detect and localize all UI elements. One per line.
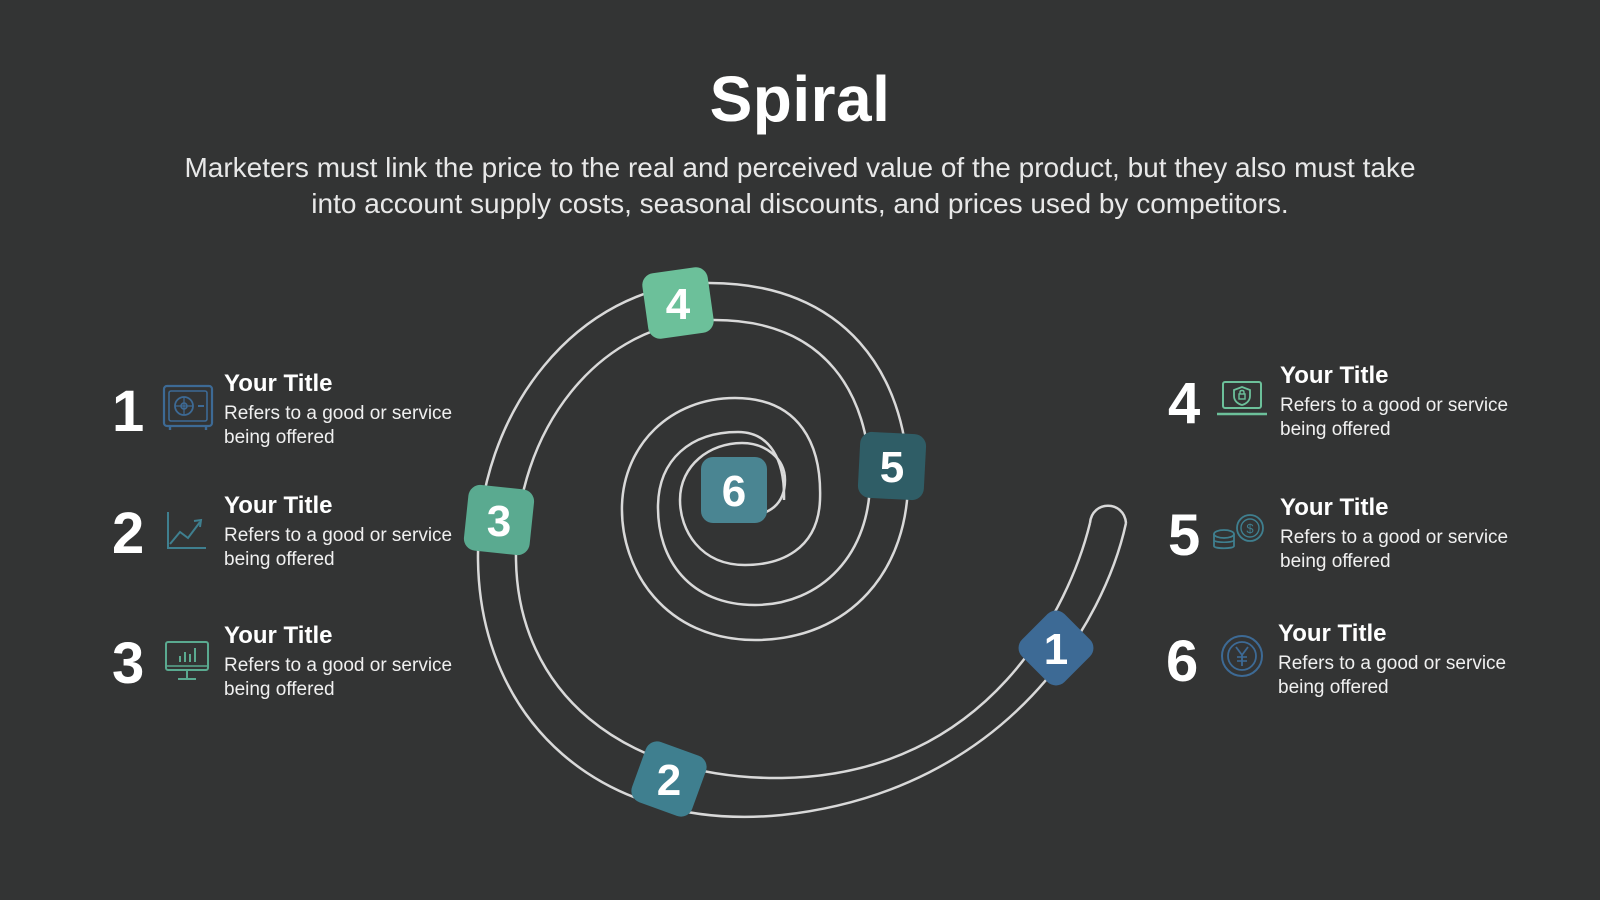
item-1-title: Your Title [224, 370, 333, 397]
item-3-number: 3 [112, 631, 145, 696]
item-6-number: 6 [1166, 629, 1199, 694]
safe-icon [162, 384, 214, 430]
item-2-number: 2 [112, 501, 145, 566]
item-4-title: Your Title [1280, 362, 1389, 389]
monitor-chart-icon [165, 641, 209, 680]
list-item-6: 6 Your Title Refers to a good or service… [1166, 620, 1526, 708]
spiral-end-cap [1088, 504, 1128, 524]
badge-1 [1018, 610, 1094, 686]
list-item-4: 4 Your Title Refers to a good or service… [1168, 362, 1528, 450]
item-5-title: Your Title [1280, 494, 1389, 521]
item-3-text: Refers to a good or service being offere… [224, 655, 453, 700]
list-item-3: 3 Your Title Refers to a good or service… [112, 622, 472, 710]
item-6-title: Your Title [1278, 620, 1387, 647]
badge-5-label: 5 [880, 443, 904, 492]
spiral-inner-line [514, 318, 1092, 780]
list-item-1: 1 Your Title Refers to a good or service… [112, 370, 472, 458]
page-title: Spiral [709, 63, 891, 135]
spiral-outer-line [476, 281, 1128, 819]
item-5-number: 5 [1168, 503, 1201, 568]
badge-3 [463, 484, 535, 556]
laptop-shield-icon [1217, 381, 1267, 416]
list-item-2: 2 Your Title Refers to a good or service… [112, 492, 472, 580]
page-subtitle: Marketers must link the price to the rea… [184, 152, 1416, 219]
item-4-text: Refers to a good or service being offere… [1280, 395, 1509, 440]
item-2-text: Refers to a good or service being offere… [224, 525, 453, 570]
item-3-title: Your Title [224, 622, 333, 649]
badge-2-label: 2 [657, 756, 681, 805]
badge-1-label: 1 [1044, 625, 1068, 674]
badge-6-label: 6 [722, 467, 746, 516]
svg-text:$: $ [1246, 521, 1254, 536]
badge-6 [701, 457, 767, 523]
badge-4 [642, 267, 714, 339]
item-1-number: 1 [112, 379, 145, 444]
badge-4-label: 4 [666, 280, 691, 329]
yen-coin-icon [1221, 635, 1263, 677]
item-5-text: Refers to a good or service being offere… [1280, 527, 1509, 572]
badge-5 [857, 431, 927, 501]
item-2-title: Your Title [224, 492, 333, 519]
coins-icon: $ [1213, 514, 1264, 550]
item-4-number: 4 [1168, 371, 1201, 436]
badge-3-label: 3 [487, 497, 511, 546]
item-1-text: Refers to a good or service being offere… [224, 403, 453, 448]
badge-2 [631, 741, 707, 817]
list-item-5: 5 $ Your Title Refers to a good or servi… [1168, 494, 1528, 582]
line-chart-icon [167, 512, 206, 549]
item-6-text: Refers to a good or service being offere… [1278, 653, 1507, 698]
